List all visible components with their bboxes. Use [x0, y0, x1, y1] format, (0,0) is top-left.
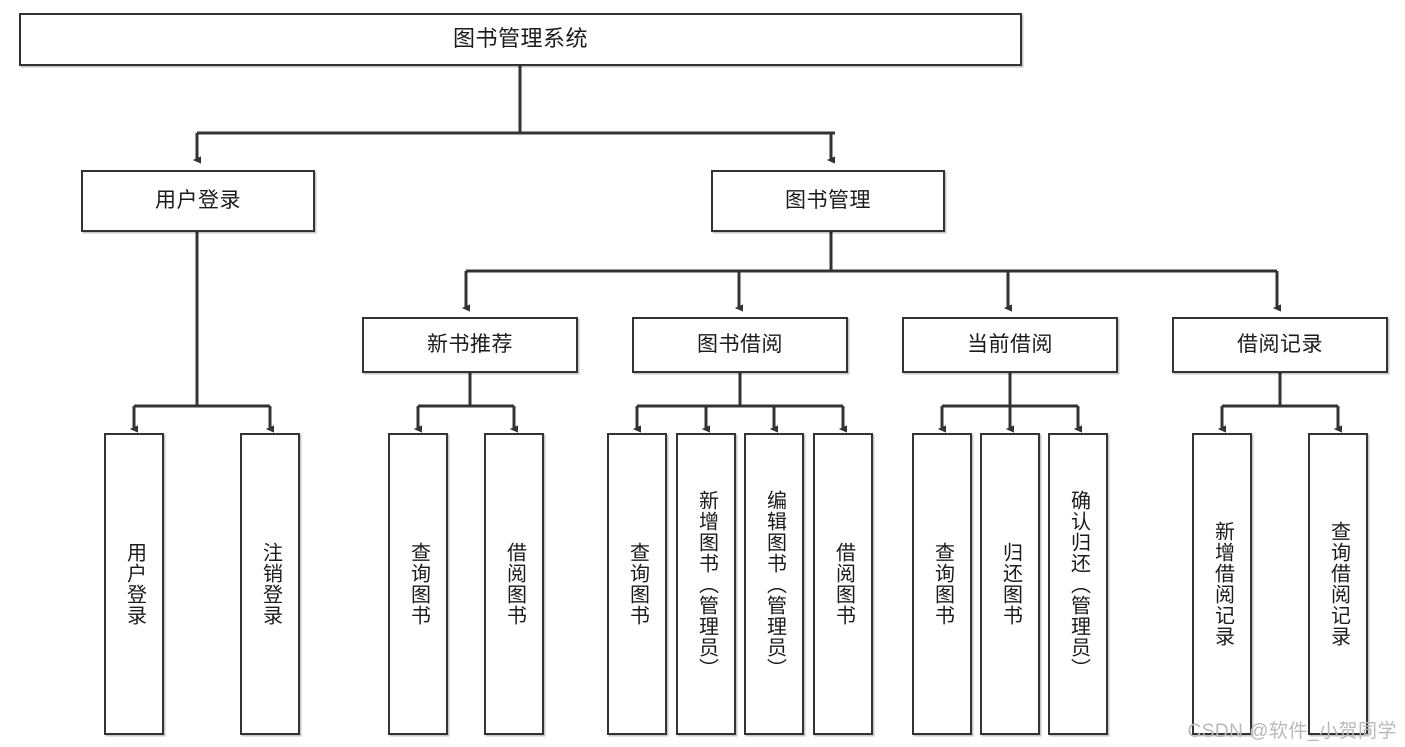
node-leaf-query-book-3[interactable]: 查询图书	[912, 433, 972, 735]
node-leaf-add-book-label: 新增图书（管理员）	[695, 489, 718, 679]
node-book-borrow-label: 图书借阅	[697, 333, 783, 357]
node-leaf-return-book[interactable]: 归还图书	[980, 433, 1040, 735]
node-borrow-record[interactable]: 借阅记录	[1172, 317, 1388, 373]
node-leaf-add-record[interactable]: 新增借阅记录	[1192, 433, 1252, 735]
node-root-label: 图书管理系统	[452, 26, 588, 52]
node-leaf-user-logout[interactable]: 注销登录	[240, 433, 300, 735]
node-book-borrow[interactable]: 图书借阅	[632, 317, 848, 373]
node-leaf-query-book-2-label: 查询图书	[626, 542, 649, 626]
node-root[interactable]: 图书管理系统	[19, 13, 1022, 66]
node-leaf-query-book-2[interactable]: 查询图书	[607, 433, 667, 735]
node-new-book-recommend-label: 新书推荐	[427, 333, 513, 357]
node-leaf-edit-book-label: 编辑图书（管理员）	[763, 489, 786, 679]
node-leaf-borrow-book-1-label: 借阅图书	[503, 542, 526, 626]
node-leaf-query-book-1-label: 查询图书	[407, 542, 430, 626]
node-leaf-confirm-return-label: 确认归还（管理员）	[1067, 489, 1090, 679]
node-leaf-add-book[interactable]: 新增图书（管理员）	[676, 433, 736, 735]
node-book-manage-label: 图书管理	[785, 189, 871, 213]
node-book-manage[interactable]: 图书管理	[711, 170, 945, 232]
node-leaf-query-record-label: 查询借阅记录	[1327, 521, 1350, 647]
node-current-borrow-label: 当前借阅	[967, 333, 1053, 357]
node-leaf-user-login[interactable]: 用户登录	[104, 433, 164, 735]
node-leaf-return-book-label: 归还图书	[999, 542, 1022, 626]
node-new-book-recommend[interactable]: 新书推荐	[362, 317, 578, 373]
node-leaf-confirm-return[interactable]: 确认归还（管理员）	[1048, 433, 1108, 735]
node-leaf-user-logout-label: 注销登录	[259, 542, 282, 626]
node-user-login[interactable]: 用户登录	[81, 170, 315, 232]
node-leaf-add-record-label: 新增借阅记录	[1211, 521, 1234, 647]
node-leaf-user-login-label: 用户登录	[123, 542, 146, 626]
node-leaf-edit-book[interactable]: 编辑图书（管理员）	[744, 433, 804, 735]
node-leaf-query-record[interactable]: 查询借阅记录	[1308, 433, 1368, 735]
node-user-login-label: 用户登录	[155, 189, 241, 213]
node-leaf-borrow-book-2[interactable]: 借阅图书	[813, 433, 873, 735]
node-leaf-borrow-book-2-label: 借阅图书	[832, 542, 855, 626]
node-leaf-query-book-1[interactable]: 查询图书	[388, 433, 448, 735]
node-current-borrow[interactable]: 当前借阅	[902, 317, 1118, 373]
node-leaf-query-book-3-label: 查询图书	[931, 542, 954, 626]
node-leaf-borrow-book-1[interactable]: 借阅图书	[484, 433, 544, 735]
node-borrow-record-label: 借阅记录	[1237, 333, 1323, 357]
